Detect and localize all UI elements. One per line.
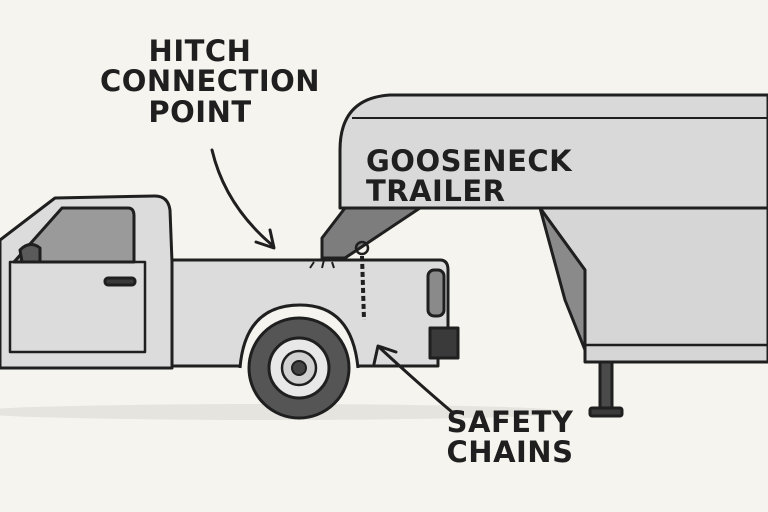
chain-links — [360, 255, 366, 321]
rear-wheel — [247, 316, 351, 420]
landing-jack — [598, 360, 614, 414]
hitch-connection-label: HITCH CONNECTION POINT — [100, 34, 321, 129]
gooseneck-trailer — [320, 93, 768, 418]
trailer-neck — [320, 206, 422, 260]
rear-bumper — [428, 326, 460, 360]
landing-jack-foot — [588, 406, 624, 418]
chains-arrow — [378, 346, 454, 414]
chain-ring — [354, 240, 370, 256]
chains-label-line-2: CHAINS — [446, 435, 574, 470]
truck-window — [12, 206, 136, 264]
gooseneck-trailer-label: GOOSENECK TRAILER — [366, 144, 573, 209]
hitch-arrowhead — [254, 228, 276, 250]
trailer-front-slope — [538, 206, 587, 352]
hitch-label-line-1: HITCH — [148, 34, 252, 68]
hitch-label-line-2: CONNECTION — [100, 64, 321, 99]
hub — [291, 360, 307, 376]
chains-arrowhead — [372, 344, 398, 366]
door-handle — [103, 276, 137, 287]
trailer-upper-body — [338, 93, 768, 210]
truck-mirror — [18, 243, 42, 264]
chains-label-line-1: SAFETY — [446, 405, 574, 439]
safety-chains-label: SAFETY CHAINS — [440, 407, 580, 468]
annotation-arrows — [210, 148, 454, 414]
hitch-arrow — [210, 148, 274, 247]
safety-chain — [354, 240, 370, 321]
truck-door — [8, 260, 147, 354]
hitch-label-line-3: POINT — [148, 94, 252, 129]
hitch-marks — [309, 259, 335, 269]
tail-light — [426, 268, 446, 318]
